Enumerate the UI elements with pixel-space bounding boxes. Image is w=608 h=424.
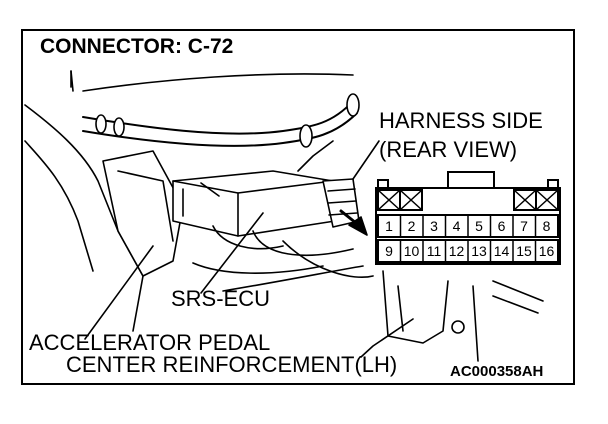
- pin-10: 10: [403, 243, 420, 259]
- pin-2: 2: [407, 218, 416, 234]
- figure-code: AC000358AH: [450, 363, 544, 380]
- diagram-frame: CONNECTOR: C-72 HARNESS SIDE (REAR VIEW)…: [21, 29, 575, 385]
- connector-outline: [375, 171, 561, 265]
- rear-view-label: (REAR VIEW): [379, 137, 518, 162]
- pin-6: 6: [497, 218, 506, 234]
- pin-4: 4: [452, 218, 461, 234]
- pin-9: 9: [385, 243, 393, 259]
- pin-11: 11: [426, 243, 442, 259]
- pin-15: 15: [516, 243, 532, 259]
- accelerator-pedal-label: ACCELERATOR PEDAL: [29, 330, 271, 355]
- harness-side-label: HARNESS SIDE: [379, 108, 543, 133]
- connector-c72-face: 1 2 3 4 5 6 7 8 9 10 11 12 13 14 15 16: [372, 170, 564, 266]
- pin-7: 7: [520, 218, 528, 234]
- pin-12: 12: [448, 243, 465, 259]
- pin-13: 13: [471, 243, 487, 259]
- pin-1: 1: [385, 218, 393, 234]
- pin-3: 3: [430, 218, 438, 234]
- pin-14: 14: [493, 243, 510, 259]
- diagram-title: CONNECTOR: C-72: [40, 35, 234, 58]
- vehicle-illustration: [24, 70, 544, 362]
- pin-8: 8: [542, 218, 551, 234]
- pin-16: 16: [538, 243, 555, 259]
- srs-ecu-label: SRS-ECU: [171, 286, 271, 311]
- center-reinforcement-label: CENTER REINFORCEMENT(LH): [66, 352, 398, 377]
- pin-5: 5: [475, 218, 483, 234]
